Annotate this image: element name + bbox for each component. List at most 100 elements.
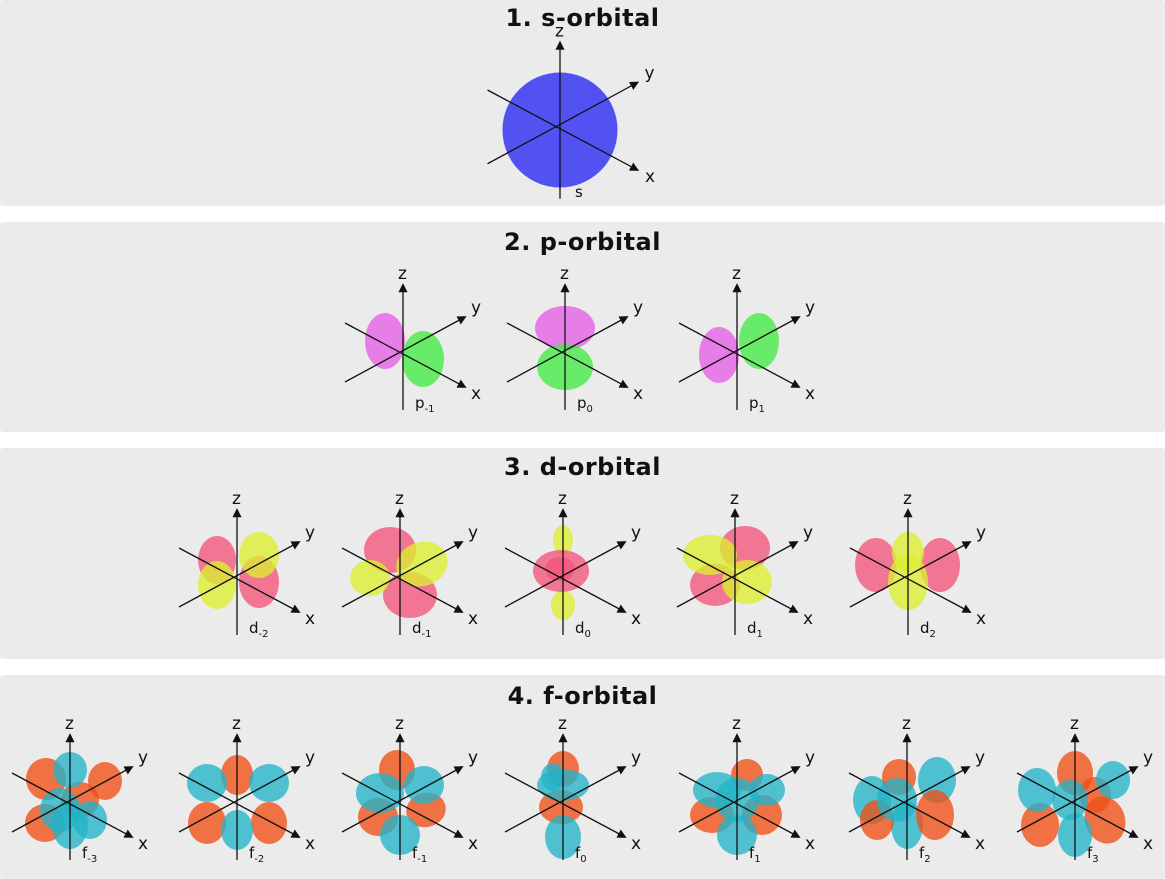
y-axis	[11, 766, 134, 833]
x-axis-label: x	[631, 609, 641, 629]
orbital-label: p0	[577, 394, 593, 415]
orbital-label: f1	[749, 844, 761, 865]
orbital-p1: z y x p1	[678, 264, 815, 415]
y-axis	[487, 81, 640, 165]
x-axis	[678, 322, 801, 388]
orbital-label: d1	[747, 619, 763, 640]
x-axis	[504, 772, 627, 838]
x-axis-label: x	[803, 609, 813, 629]
orbital-label: f0	[575, 844, 587, 865]
x-axis-label: x	[975, 834, 985, 854]
y-axis	[678, 316, 801, 383]
z-axis-label: z	[730, 489, 739, 509]
orbital-lobe	[188, 802, 226, 844]
y-axis	[676, 541, 799, 608]
z-axis-label: z	[558, 714, 567, 734]
z-axis-label: z	[1070, 714, 1079, 734]
y-axis-label: y	[805, 748, 815, 768]
y-axis-label: y	[805, 298, 815, 318]
orbital-lobe	[916, 790, 954, 840]
orbital-lobe	[545, 557, 575, 581]
orbital-lobe	[699, 327, 739, 383]
orbital-label: f-2	[249, 844, 264, 865]
x-axis	[506, 322, 629, 388]
y-axis-label: y	[645, 64, 655, 84]
x-axis-label: x	[645, 167, 655, 187]
x-axis-label: x	[805, 384, 815, 404]
y-axis-label: y	[471, 298, 481, 318]
s-orbital-title: 1. s-orbital	[505, 4, 660, 32]
f-orbital-title: 4. f-orbital	[507, 682, 658, 710]
z-axis-label: z	[560, 264, 569, 284]
orbital-lobe	[1052, 780, 1088, 820]
x-axis	[487, 89, 640, 171]
orbital-d1: z y x d1	[676, 489, 813, 640]
p-orbital-title: 2. p-orbital	[504, 228, 661, 256]
x-axis-label: x	[305, 609, 315, 629]
y-axis	[341, 541, 464, 608]
orbital-lobe	[722, 560, 772, 604]
x-axis-label: x	[805, 834, 815, 854]
orbital-label: d0	[575, 619, 591, 640]
x-axis-label: x	[976, 609, 986, 629]
orbital-lobe	[918, 757, 956, 803]
y-axis-label: y	[1143, 748, 1153, 768]
x-axis-label: x	[633, 384, 643, 404]
x-axis	[341, 547, 464, 613]
y-axis-label: y	[468, 523, 478, 543]
y-axis	[504, 766, 627, 833]
x-axis-label: x	[468, 834, 478, 854]
orbital-label: f3	[1087, 844, 1099, 865]
orbital-lobe	[877, 778, 917, 822]
y-axis-label: y	[631, 748, 641, 768]
y-axis	[178, 766, 301, 833]
orbital-d2: z y x d2	[849, 489, 986, 640]
z-axis-label: z	[902, 714, 911, 734]
x-axis	[676, 547, 799, 613]
y-axis-label: y	[138, 748, 148, 768]
orbital-lobe	[350, 560, 390, 596]
orbital-lobe	[920, 538, 960, 592]
orbital-label: s	[575, 183, 583, 201]
x-axis-label: x	[471, 384, 481, 404]
orbital-label: p-1	[415, 394, 435, 415]
z-axis-label: z	[395, 489, 404, 509]
d-orbital-title: 3. d-orbital	[504, 453, 661, 481]
x-axis-label: x	[631, 834, 641, 854]
y-axis-label: y	[976, 523, 986, 543]
orbital-lobe	[73, 801, 107, 839]
y-axis-label: y	[305, 523, 315, 543]
z-axis-label: z	[395, 714, 404, 734]
orbital-lobe	[404, 766, 444, 804]
z-axis-label: z	[232, 489, 241, 509]
orbital-label: d-2	[249, 619, 269, 640]
orbital-label: f-1	[412, 844, 427, 865]
x-axis	[341, 772, 464, 838]
y-axis-label: y	[803, 523, 813, 543]
z-axis-label: z	[903, 489, 912, 509]
y-axis	[504, 541, 627, 608]
x-axis-label: x	[138, 834, 148, 854]
y-axis-label: y	[305, 748, 315, 768]
x-axis	[848, 772, 971, 838]
y-axis	[506, 316, 629, 383]
z-axis-label: z	[732, 264, 741, 284]
z-axis-label: z	[65, 714, 74, 734]
orbital-label: d2	[920, 619, 936, 640]
y-axis	[178, 541, 301, 608]
orbital-d-2: z y x d-2	[178, 489, 315, 640]
y-axis	[849, 541, 972, 608]
x-axis	[344, 322, 467, 388]
x-axis-label: x	[305, 834, 315, 854]
orbital-lobe	[187, 764, 227, 802]
orbital-label: f2	[919, 844, 931, 865]
orbital-label: p1	[749, 394, 765, 415]
